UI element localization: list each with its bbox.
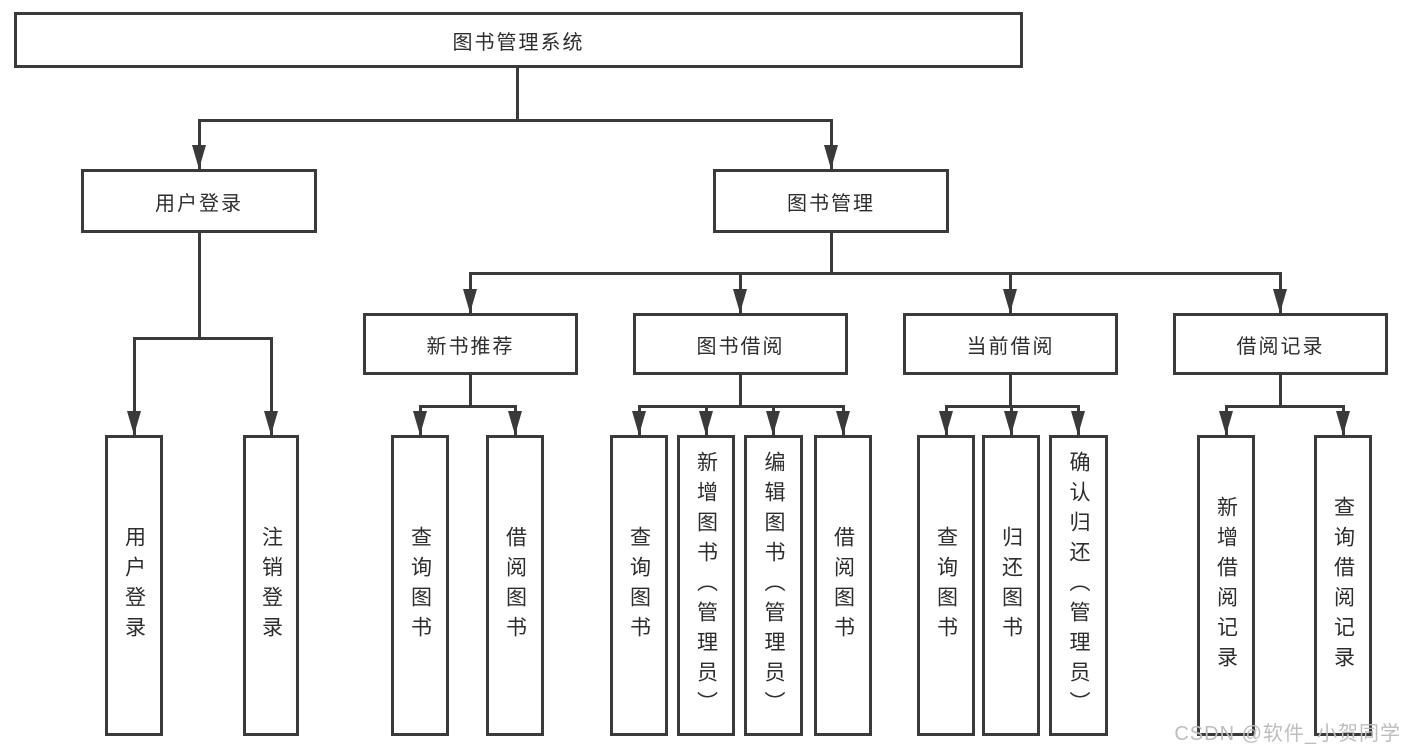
node-root-label: 图书管理系统 xyxy=(452,31,585,54)
leaf-add-borrow-record: 新增借阅记录 xyxy=(1197,435,1255,736)
connector-vline xyxy=(739,375,742,408)
leaf-query-books-current: 查询图书 xyxy=(917,435,975,736)
arrowhead-down xyxy=(699,411,713,435)
leaf-add-borrow-record-label: 新增借阅记录 xyxy=(1214,495,1238,676)
connector-vline xyxy=(830,119,833,169)
leaf-confirm-return-admin: 确认归还（管理员） xyxy=(1049,435,1108,736)
connector-vline xyxy=(133,337,136,435)
arrowhead-down xyxy=(836,411,850,435)
leaf-edit-book-admin: 编辑图书（管理员） xyxy=(744,435,803,736)
leaf-borrow-books-recommend-label: 借阅图书 xyxy=(503,525,527,646)
leaf-query-books-recommend-label: 查询图书 xyxy=(408,525,432,646)
node-user-login-label: 用户登录 xyxy=(155,192,243,215)
leaf-query-books-borrow: 查询图书 xyxy=(610,435,668,736)
connector-hline xyxy=(469,272,1282,275)
arrowhead-down xyxy=(413,411,427,435)
connector-hline xyxy=(419,405,516,408)
leaf-add-book-admin: 新增图书（管理员） xyxy=(677,435,735,736)
leaf-return-book-label: 归还图书 xyxy=(999,525,1023,646)
connector-vline xyxy=(198,233,201,340)
leaf-query-books-current-label: 查询图书 xyxy=(934,525,958,646)
node-borrow-records: 借阅记录 xyxy=(1173,313,1388,375)
leaf-user-login: 用户登录 xyxy=(105,435,163,736)
connector-hline xyxy=(198,119,833,122)
arrowhead-down xyxy=(1219,411,1233,435)
connector-vline xyxy=(1279,375,1282,408)
arrowhead-down xyxy=(733,289,747,313)
connector-hline xyxy=(638,405,844,408)
leaf-confirm-return-admin-label: 确认归还（管理员） xyxy=(1067,450,1090,721)
node-current-borrow: 当前借阅 xyxy=(903,313,1118,375)
arrowhead-down xyxy=(824,145,838,169)
arrowhead-down xyxy=(1004,411,1018,435)
arrowhead-down xyxy=(264,411,278,435)
leaf-query-books-borrow-label: 查询图书 xyxy=(627,525,651,646)
node-borrow-records-label: 借阅记录 xyxy=(1236,335,1325,358)
arrowhead-down xyxy=(1071,411,1085,435)
node-new-book-recommend-label: 新书推荐 xyxy=(426,335,515,358)
leaf-borrow-books: 借阅图书 xyxy=(814,435,872,736)
leaf-query-borrow-record-label: 查询借阅记录 xyxy=(1331,495,1355,676)
connector-vline xyxy=(270,337,273,435)
node-book-borrow-label: 图书借阅 xyxy=(696,335,785,358)
leaf-borrow-books-recommend: 借阅图书 xyxy=(486,435,544,736)
arrowhead-down xyxy=(632,411,646,435)
connector-vline xyxy=(516,68,519,122)
connector-vline xyxy=(198,119,201,169)
leaf-query-borrow-record: 查询借阅记录 xyxy=(1314,435,1372,736)
leaf-logout: 注销登录 xyxy=(243,435,299,736)
leaf-query-books-recommend: 查询图书 xyxy=(391,435,449,736)
arrowhead-down xyxy=(127,411,141,435)
leaf-return-book: 归还图书 xyxy=(982,435,1040,736)
watermark: CSDN @软件_小贺同学 xyxy=(1174,723,1401,745)
leaf-edit-book-admin-label: 编辑图书（管理员） xyxy=(762,450,785,721)
node-new-book-recommend: 新书推荐 xyxy=(363,313,578,375)
leaf-borrow-books-label: 借阅图书 xyxy=(831,525,855,646)
node-book-management: 图书管理 xyxy=(713,169,949,233)
node-user-login: 用户登录 xyxy=(81,169,317,233)
leaf-add-book-admin-label: 新增图书（管理员） xyxy=(694,450,718,721)
arrowhead-down xyxy=(508,411,522,435)
arrowhead-down xyxy=(1336,411,1350,435)
connector-vline xyxy=(469,375,472,408)
node-current-borrow-label: 当前借阅 xyxy=(966,335,1055,358)
arrowhead-down xyxy=(1003,289,1017,313)
arrowhead-down xyxy=(939,411,953,435)
leaf-logout-label: 注销登录 xyxy=(259,525,283,646)
node-book-management-label: 图书管理 xyxy=(787,192,875,215)
connector-vline xyxy=(830,233,833,275)
leaf-user-login-label: 用户登录 xyxy=(122,525,146,646)
arrowhead-down xyxy=(463,289,477,313)
node-root: 图书管理系统 xyxy=(14,12,1023,68)
arrowhead-down xyxy=(192,145,206,169)
arrowhead-down xyxy=(1273,289,1287,313)
connector-hline xyxy=(133,337,273,340)
connector-vline xyxy=(1009,375,1012,408)
node-book-borrow: 图书借阅 xyxy=(633,313,848,375)
connector-hline xyxy=(1225,405,1344,408)
arrowhead-down xyxy=(766,411,780,435)
